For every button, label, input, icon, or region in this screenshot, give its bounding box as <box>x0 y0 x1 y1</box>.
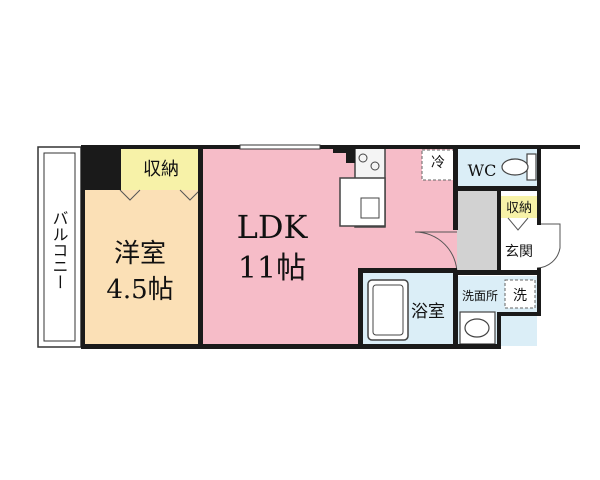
stove-icon <box>358 153 368 163</box>
bath-label: 浴室 <box>411 302 445 322</box>
balcony-label: バルコニー <box>50 210 69 290</box>
washroom-label: 洗面所 <box>462 289 498 303</box>
toilet-label: WC <box>468 161 497 180</box>
western-storage <box>120 148 202 190</box>
bathtub-icon <box>367 279 409 341</box>
fridge-space <box>421 149 455 181</box>
walls <box>81 145 580 349</box>
washer-label: 洗 <box>513 288 527 304</box>
entrance-storage-label: 収納 <box>506 201 532 216</box>
fridge-label: 冷 <box>431 155 445 171</box>
washer-space <box>504 279 536 309</box>
ldk-size: 11帖 <box>238 251 306 286</box>
western-size: 4.5帖 <box>106 275 173 305</box>
balcony <box>37 146 82 348</box>
western-storage-label: 収納 <box>143 159 179 180</box>
toilet-icon <box>501 153 537 181</box>
ldk-door-arc <box>414 231 458 275</box>
entrance <box>457 191 500 271</box>
entrance-storage <box>500 196 537 218</box>
western-name: 洋室 <box>114 239 166 269</box>
entry-door-arc <box>536 223 561 269</box>
entry-closet <box>500 218 537 268</box>
sink-icon <box>360 197 380 219</box>
ldk-name: LDK <box>237 208 309 246</box>
western-room <box>85 190 202 346</box>
entrance-label: 玄関 <box>505 243 533 260</box>
